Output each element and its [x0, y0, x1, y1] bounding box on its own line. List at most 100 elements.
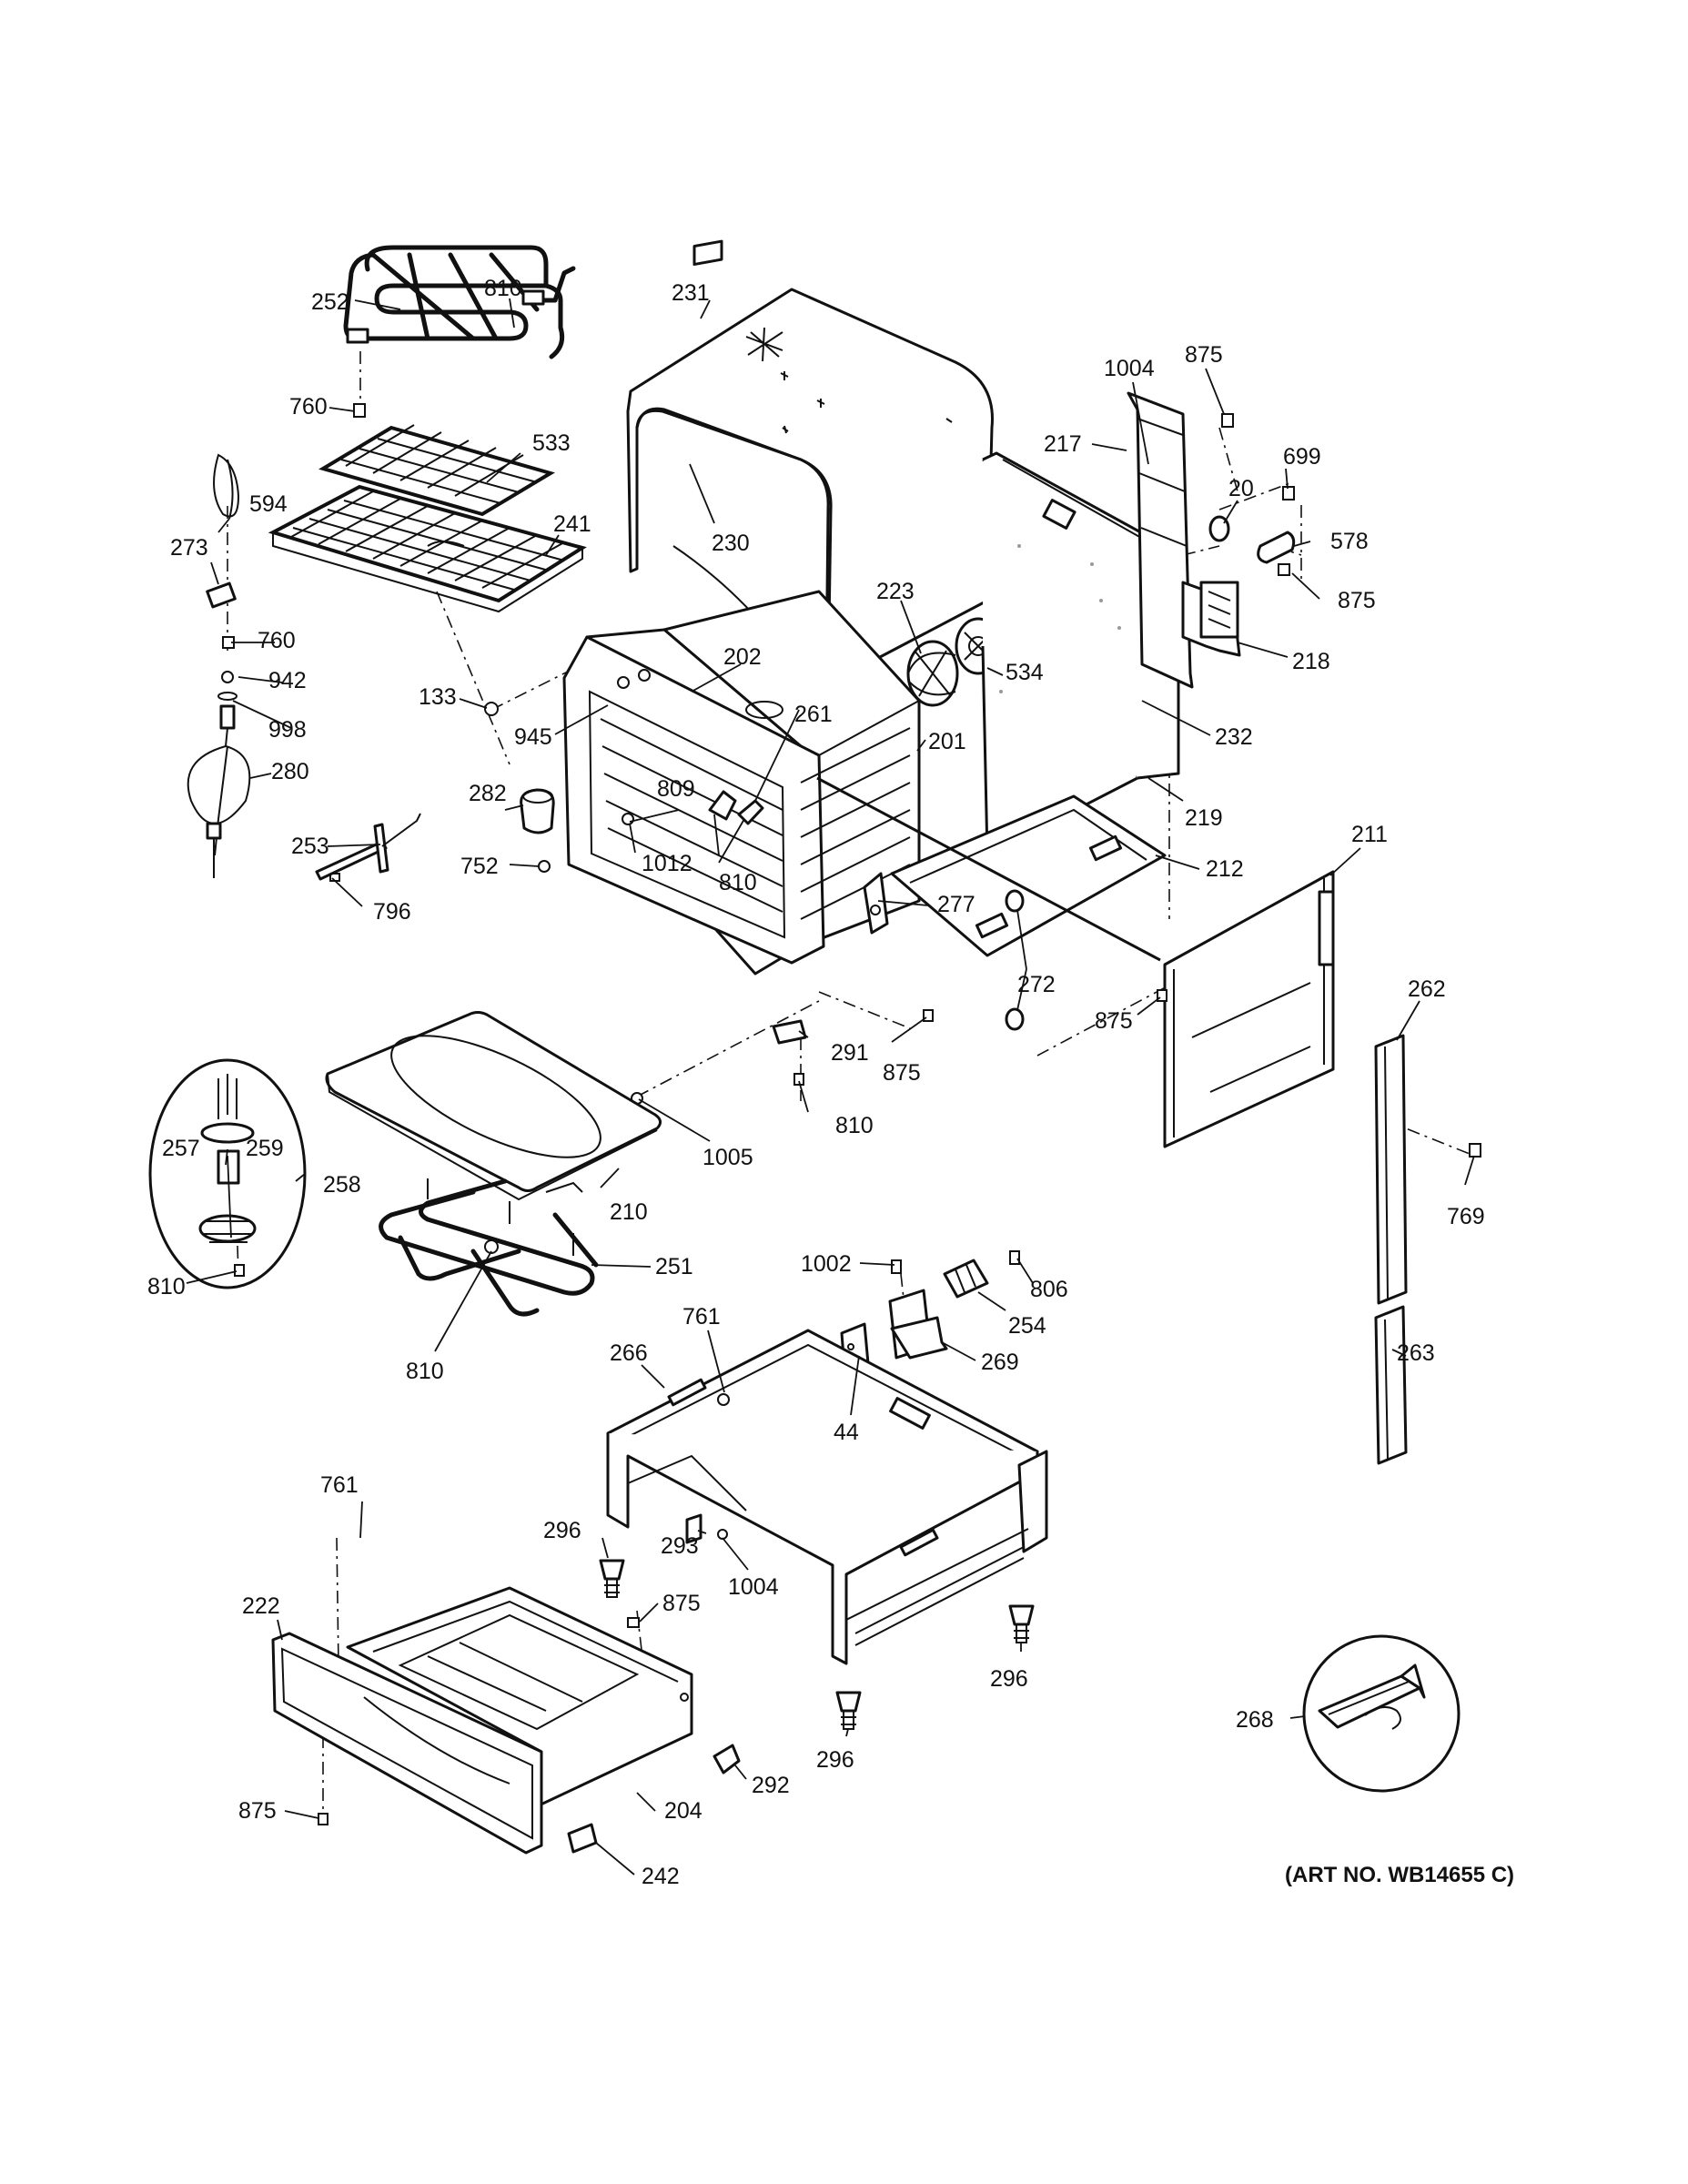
label-875-b: 875	[1338, 588, 1376, 613]
label-219: 219	[1185, 805, 1223, 831]
bracket-253	[315, 813, 421, 881]
label-251: 251	[655, 1254, 693, 1279]
label-202: 202	[723, 644, 762, 670]
oven-cavity	[562, 590, 921, 976]
label-273: 273	[170, 535, 208, 561]
warming-drawer	[271, 1586, 741, 1855]
label-277: 277	[937, 892, 975, 917]
label-222: 222	[242, 1593, 280, 1619]
label-217: 217	[1044, 431, 1082, 457]
label-257: 257	[162, 1136, 200, 1161]
label-44: 44	[834, 1420, 859, 1445]
label-761-b: 761	[320, 1472, 359, 1498]
label-272: 272	[1017, 972, 1056, 997]
element-inset-detail	[148, 1058, 307, 1289]
label-533: 533	[532, 430, 571, 456]
label-942: 942	[268, 668, 307, 693]
label-269: 269	[981, 1350, 1019, 1375]
label-875-e: 875	[662, 1591, 701, 1616]
label-809: 809	[657, 776, 695, 802]
label-261: 261	[794, 702, 833, 727]
middle-screws	[631, 989, 1167, 1105]
label-218: 218	[1292, 649, 1330, 674]
label-578: 578	[1330, 529, 1369, 554]
broil-element	[343, 245, 576, 359]
label-212: 212	[1206, 856, 1244, 882]
oven-rack-lower	[268, 484, 587, 613]
label-296-c: 296	[816, 1747, 854, 1773]
label-810-e: 810	[406, 1359, 444, 1384]
inset-detail-268	[1302, 1634, 1461, 1793]
label-210: 210	[610, 1199, 648, 1225]
label-796: 796	[373, 899, 411, 925]
label-752: 752	[460, 854, 499, 879]
label-204: 204	[664, 1798, 702, 1824]
label-201: 201	[928, 729, 966, 754]
label-769: 769	[1447, 1204, 1485, 1229]
label-258: 258	[323, 1172, 361, 1198]
label-262: 262	[1408, 976, 1446, 1002]
label-253: 253	[291, 834, 329, 859]
label-875-d: 875	[883, 1060, 921, 1086]
label-291: 291	[831, 1040, 869, 1066]
back-bracket	[1127, 391, 1241, 689]
label-810-c: 810	[835, 1113, 874, 1138]
label-810-b: 810	[719, 870, 757, 895]
label-133: 133	[419, 684, 457, 710]
leveling-legs	[599, 1559, 1035, 1730]
back-panel	[981, 451, 1180, 857]
label-242: 242	[642, 1864, 680, 1889]
drawer-frame	[606, 1329, 1048, 1665]
leader-lines	[186, 298, 1475, 1876]
lower-back-panel	[1163, 870, 1335, 1148]
label-810-d: 810	[147, 1274, 186, 1299]
oven-rack-upper	[318, 424, 555, 547]
label-268: 268	[1236, 1707, 1274, 1733]
label-875-c: 875	[1095, 1008, 1133, 1034]
label-280: 280	[271, 759, 309, 784]
side-trim	[1374, 1034, 1481, 1465]
label-292: 292	[752, 1773, 790, 1798]
label-20: 20	[1228, 476, 1254, 501]
label-1005: 1005	[702, 1145, 753, 1170]
label-761: 761	[682, 1304, 721, 1330]
label-259: 259	[246, 1136, 284, 1161]
label-230: 230	[712, 531, 750, 556]
label-699: 699	[1283, 444, 1321, 470]
oven-bottom-cover	[325, 1011, 662, 1201]
label-266: 266	[610, 1340, 648, 1366]
oven-sensor-assembly	[187, 453, 251, 878]
label-1004: 1004	[1104, 356, 1155, 381]
small-screws	[329, 403, 551, 882]
label-945: 945	[514, 724, 552, 750]
label-241: 241	[553, 511, 591, 537]
label-1002: 1002	[801, 1251, 852, 1277]
label-760-b: 760	[258, 628, 296, 653]
label-534: 534	[1006, 660, 1044, 685]
label-810: 810	[484, 276, 522, 301]
label-1004-b: 1004	[728, 1574, 779, 1600]
label-263: 263	[1397, 1340, 1435, 1366]
art-number: (ART NO. WB14655 C)	[1285, 1863, 1514, 1887]
small-parts-upper-right	[1208, 413, 1296, 576]
label-806: 806	[1030, 1277, 1068, 1302]
label-296: 296	[543, 1518, 581, 1543]
label-296-b: 296	[990, 1666, 1028, 1692]
oven-outer-wrapper	[626, 239, 994, 686]
label-223: 223	[876, 579, 915, 604]
label-875-f: 875	[238, 1798, 277, 1824]
label-252: 252	[311, 289, 349, 315]
oven-bottom-panel	[890, 794, 1167, 957]
label-232: 232	[1215, 724, 1253, 750]
label-211: 211	[1351, 822, 1388, 847]
part-labels: 252 810 760 533 594 273 241 760 942 998 …	[147, 276, 1514, 1889]
knob-282	[520, 788, 555, 834]
label-760: 760	[289, 394, 328, 420]
bake-element	[379, 1178, 599, 1317]
label-231: 231	[672, 280, 710, 306]
label-875: 875	[1185, 342, 1223, 368]
hinge-assembly	[816, 776, 1161, 1031]
label-293: 293	[661, 1533, 699, 1559]
label-254: 254	[1008, 1313, 1046, 1339]
